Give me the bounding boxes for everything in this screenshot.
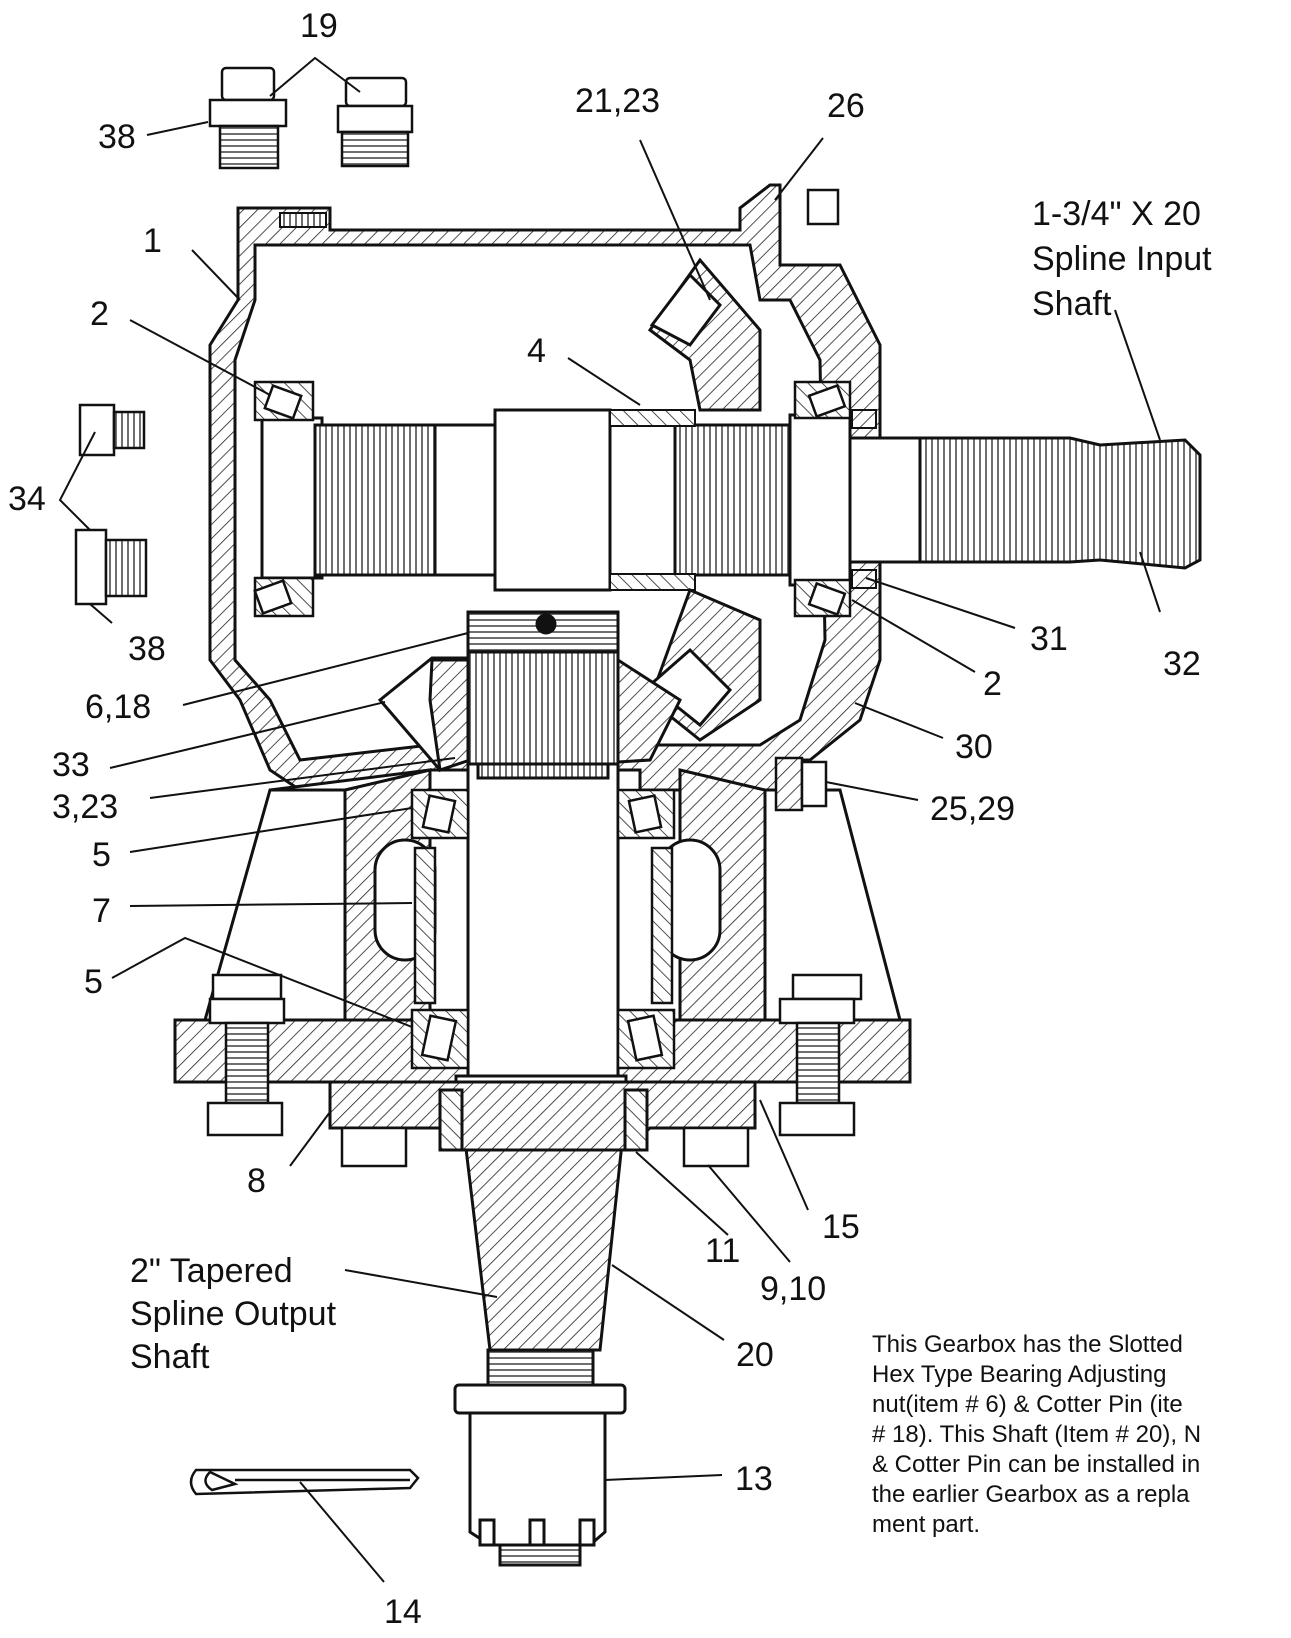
input-caption-line-1: 1-3/4" X 20	[1032, 195, 1201, 233]
label-19: 19	[300, 7, 338, 45]
note-line-5: & Cotter Pin can be installed in	[872, 1451, 1201, 1478]
fill-plug-thread	[279, 212, 327, 228]
side-bolt-25-29	[774, 756, 828, 812]
label-4: 4	[527, 332, 546, 370]
input-shaft-caption: 1-3/4" X 20 Spline Input Shaft	[1032, 195, 1212, 323]
label-3-23: 3,23	[52, 788, 118, 826]
mounting-bolt-right	[778, 973, 863, 1137]
spacer-7	[413, 846, 674, 1005]
label-5-upper: 5	[92, 836, 111, 874]
note-line-3: nut(item # 6) & Cotter Pin (ite	[872, 1391, 1183, 1418]
label-30: 30	[955, 728, 993, 766]
side-plug-top-part	[78, 403, 146, 457]
leader-lines	[58, 56, 1161, 1583]
spacer-4	[609, 409, 696, 427]
label-8: 8	[247, 1162, 266, 1200]
mounting-bolt-left	[206, 973, 286, 1137]
label-11: 11	[705, 1232, 740, 1270]
note-line-1: This Gearbox has the Slotted	[872, 1331, 1183, 1358]
cap-bolts	[340, 1126, 750, 1168]
output-pinion-gear	[377, 650, 682, 773]
input-shaft	[260, 408, 1202, 592]
label-25-29: 25,29	[930, 790, 1015, 828]
side-plug-bottom-part	[74, 528, 148, 606]
input-seal-top	[851, 409, 877, 429]
label-14: 14	[384, 1593, 422, 1631]
replacement-note: This Gearbox has the Slotted Hex Type Be…	[872, 1330, 1272, 1540]
spacer-4-lower	[609, 573, 696, 591]
note-line-7: ment part.	[872, 1511, 981, 1538]
castle-nut	[453, 1383, 627, 1567]
label-5-lower: 5	[84, 963, 103, 1001]
label-38-side: 38	[128, 630, 166, 668]
output-bearings	[410, 788, 676, 1070]
vent-bolt	[806, 188, 840, 226]
part-labels: 19 38 21,23 26 1 2 4 34 38 6,18 33 3,23 …	[8, 7, 1201, 1631]
label-13: 13	[735, 1460, 773, 1498]
label-31: 31	[1030, 620, 1068, 658]
label-15: 15	[822, 1208, 860, 1246]
label-32: 32	[1163, 645, 1201, 683]
output-caption-line-2: Spline Output	[130, 1295, 337, 1333]
cotter-pin	[189, 1468, 420, 1496]
label-1: 1	[143, 222, 162, 260]
note-line-4: # 18). This Shaft (Item # 20), N	[872, 1421, 1202, 1448]
label-9-10: 9,10	[760, 1270, 826, 1308]
label-21-23: 21,23	[575, 82, 660, 120]
input-caption-line-2: Spline Input	[1032, 240, 1212, 278]
label-26: 26	[827, 87, 865, 125]
label-2-left: 2	[90, 295, 109, 333]
note-line-2: Hex Type Bearing Adjusting	[872, 1361, 1167, 1388]
output-shaft-caption: 2" Tapered Spline Output Shaft	[130, 1252, 337, 1376]
output-caption-line-3: Shaft	[130, 1338, 210, 1376]
label-6-18: 6,18	[85, 688, 151, 726]
input-caption-line-3: Shaft	[1032, 285, 1112, 323]
output-caption-line-1: 2" Tapered	[130, 1252, 293, 1290]
right-bearing	[793, 380, 852, 618]
label-33: 33	[52, 746, 90, 784]
output-shaft	[454, 762, 628, 1387]
label-34: 34	[8, 480, 46, 518]
label-20: 20	[736, 1336, 774, 1374]
label-7: 7	[92, 892, 111, 930]
label-38-top: 38	[98, 118, 136, 156]
note-line-6: the earlier Gearbox as a repla	[872, 1481, 1190, 1508]
plug-right-part	[336, 76, 414, 168]
input-seal	[851, 569, 877, 589]
plug-left-part	[208, 66, 288, 170]
bottom-cap	[328, 1080, 757, 1152]
adjusting-nut	[466, 610, 620, 654]
label-2-right: 2	[983, 665, 1002, 703]
left-bearing	[253, 380, 315, 618]
